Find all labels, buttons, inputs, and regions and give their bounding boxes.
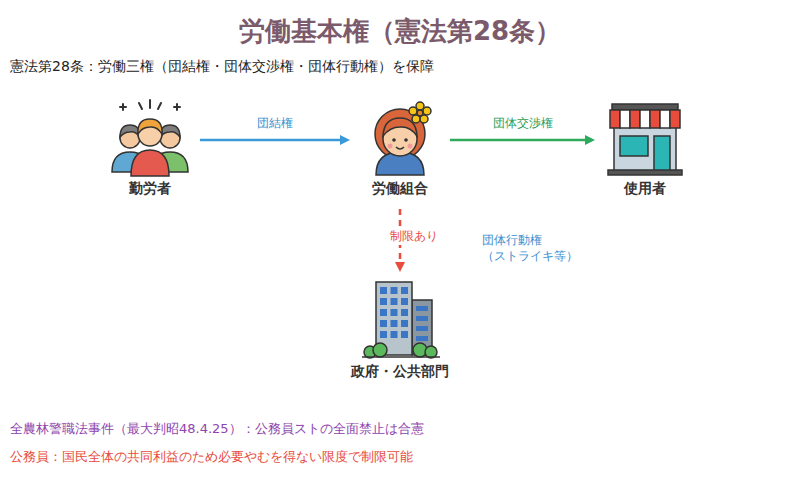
note-text: 公務員：国民全体の共同利益のため必要やむを得ない限度で制限可能 [10,448,413,466]
arrow-head [395,262,405,272]
connector-arrow [450,135,595,145]
connector-arrow [200,135,350,145]
note-text: 団体行動権 （ストライキ等） [482,232,594,264]
note-text: 憲法第28条：労働三権（団結権・団体交渉権・団体行動権）を保障 [10,58,434,76]
connector-line [450,139,586,142]
node-label: 労働組合 [372,180,428,198]
note-text: 全農林警職法事件（最大判昭48.4.25）：公務員ストの全面禁止は合憲 [10,420,424,438]
arrow-head [585,135,595,145]
edge-label: 制限あり [389,228,439,245]
edge-label: 団体交渉権 [493,115,553,132]
building-icon [362,282,440,358]
connector-line [200,139,341,142]
union-icon [375,102,431,175]
icon-node: 使用者 [600,95,690,206]
node-label: 政府・公共部門 [351,363,449,381]
icon-node: 労働組合 [355,95,445,206]
icon-node: 政府・公共部門 [330,275,470,389]
icon-node: 勤労者 [105,95,195,206]
node-label: 勤労者 [129,180,171,198]
shop-icon [608,104,682,175]
edge-label: 団結権 [257,115,293,132]
workers-icon [112,100,188,176]
diagram-title: 労働基本権（憲法第28条） [0,14,800,49]
arrow-head [340,135,350,145]
node-label: 使用者 [624,180,666,198]
